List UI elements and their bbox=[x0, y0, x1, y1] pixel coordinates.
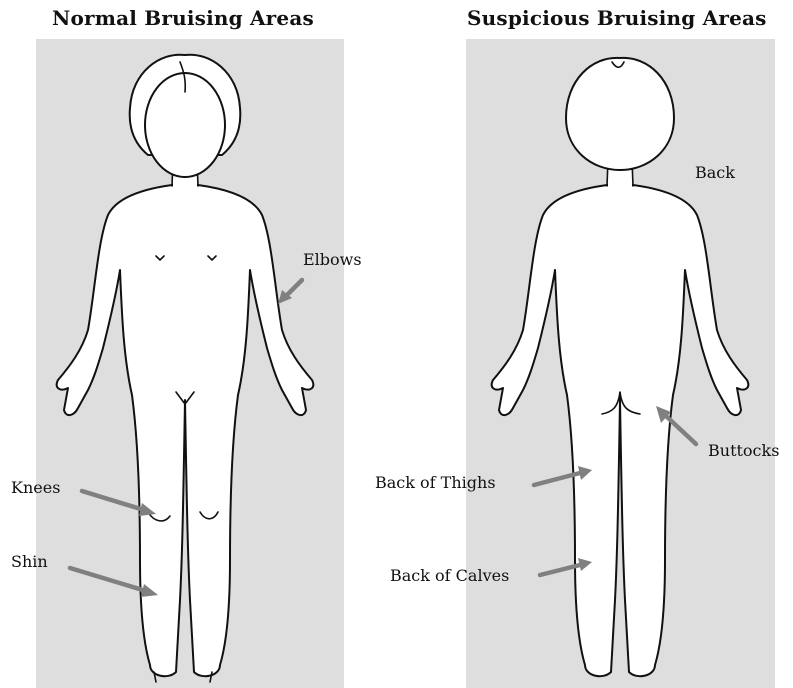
label-back: Back bbox=[695, 164, 735, 182]
arrow-elbows bbox=[278, 280, 302, 304]
label-buttocks: Buttocks bbox=[708, 442, 779, 460]
back-body-figure bbox=[492, 58, 749, 676]
label-shin: Shin bbox=[11, 553, 48, 571]
label-back-of-thighs: Back of Thighs bbox=[375, 474, 496, 492]
label-elbows: Elbows bbox=[303, 251, 362, 269]
label-knees: Knees bbox=[11, 479, 60, 497]
front-body-figure bbox=[57, 55, 314, 682]
label-back-of-calves: Back of Calves bbox=[390, 567, 509, 585]
